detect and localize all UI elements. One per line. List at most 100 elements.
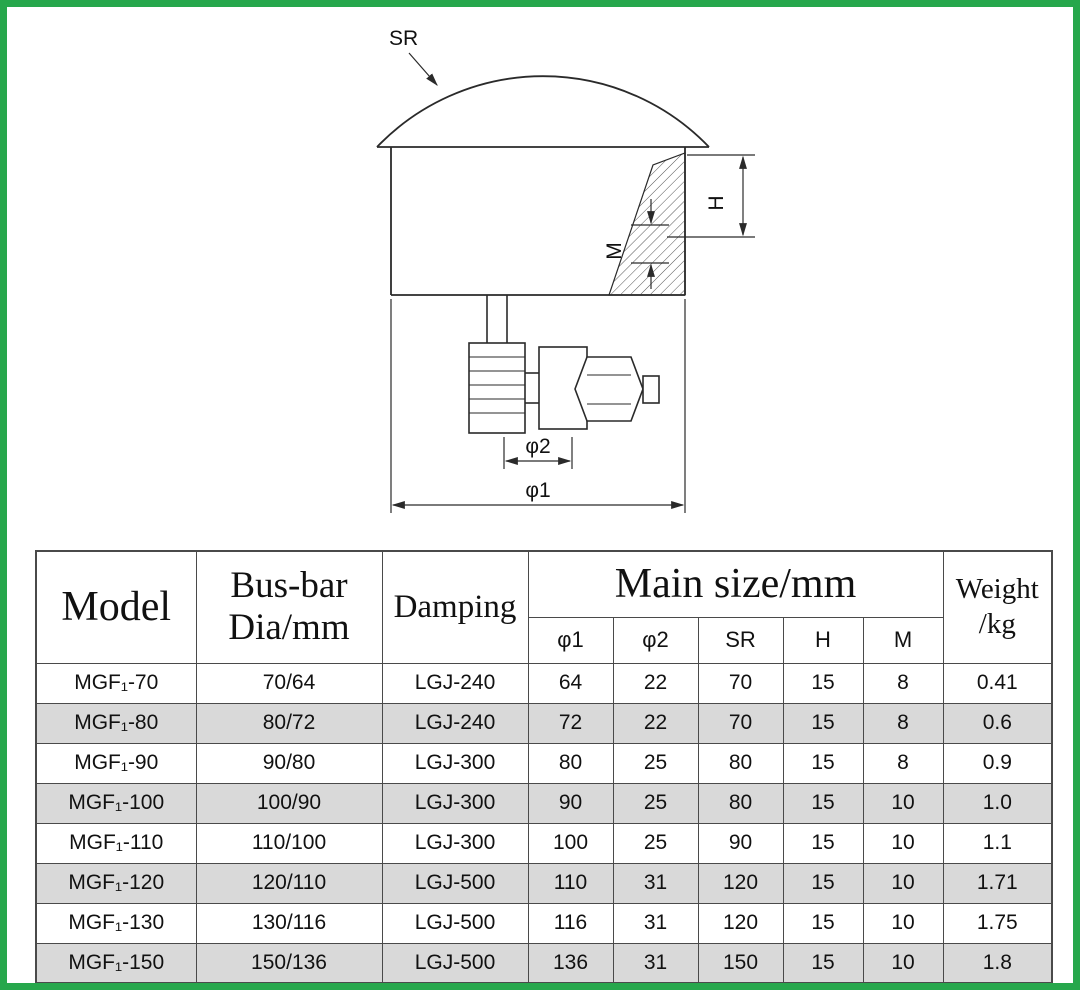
cell-dia: 100/90 [195,782,383,824]
header-main-size: Main size/mm [527,550,944,618]
cell-damping: LGJ-500 [381,942,529,983]
cell-m: 8 [862,742,944,784]
cell-phi1: 64 [527,662,614,704]
cell-weight: 1.75 [942,902,1053,944]
subheader-m: M [862,616,944,664]
m-dimension: M [603,199,655,289]
phi2-dimension: φ2 [503,435,573,469]
cell-m: 10 [862,862,944,904]
cell-phi1: 110 [527,862,614,904]
cell-h: 15 [782,862,864,904]
cell-phi2: 22 [612,662,699,704]
table-row: MGF₁-100 100/90 LGJ-300 90 25 80 15 10 1… [35,782,1053,824]
cell-phi1: 116 [527,902,614,944]
subheader-sr: SR [697,616,784,664]
cell-model: MGF₁-110 [35,822,197,864]
table-row: MGF₁-90 90/80 LGJ-300 80 25 80 15 8 0.9 [35,742,1053,784]
cell-h: 15 [782,782,864,824]
header-busbar-line1: Bus-bar [230,564,348,606]
cell-model: MGF₁-80 [35,702,197,744]
cell-m: 10 [862,902,944,944]
cell-weight: 0.9 [942,742,1053,784]
label-phi1: φ1 [525,479,550,502]
cell-phi1: 72 [527,702,614,744]
cell-damping: LGJ-500 [381,902,529,944]
cell-damping: LGJ-300 [381,742,529,784]
cell-dia: 80/72 [195,702,383,744]
cell-weight: 0.41 [942,662,1053,704]
cell-damping: LGJ-240 [381,702,529,744]
subheader-phi1: φ1 [527,616,614,664]
header-weight-line1: Weight [955,573,1039,606]
cell-m: 8 [862,702,944,744]
table-row: MGF₁-110 110/100 LGJ-300 100 25 90 15 10… [35,822,1053,864]
cell-dia: 150/136 [195,942,383,983]
cell-h: 15 [782,902,864,944]
cell-damping: LGJ-300 [381,822,529,864]
cell-sr: 90 [697,822,784,864]
cell-phi1: 100 [527,822,614,864]
cell-damping: LGJ-500 [381,862,529,904]
cell-h: 15 [782,822,864,864]
table-row: MGF₁-70 70/64 LGJ-240 64 22 70 15 8 0.41 [35,662,1053,704]
cell-phi2: 31 [612,902,699,944]
cell-h: 15 [782,702,864,744]
table-row: MGF₁-80 80/72 LGJ-240 72 22 70 15 8 0.6 [35,702,1053,744]
cell-model: MGF₁-90 [35,742,197,784]
cell-sr: 70 [697,662,784,704]
cell-damping: LGJ-240 [381,662,529,704]
cell-phi2: 31 [612,942,699,983]
label-sr: SR [389,27,418,50]
technical-drawing: SR H M φ2 φ1 [376,27,755,513]
header-model: Model [35,550,197,664]
cell-weight: 1.0 [942,782,1053,824]
cell-model: MGF₁-150 [35,942,197,983]
cell-dia: 70/64 [195,662,383,704]
cell-phi1: 80 [527,742,614,784]
cell-weight: 1.8 [942,942,1053,983]
subheader-phi2: φ2 [612,616,699,664]
clamp-assembly [468,295,660,434]
cell-h: 15 [782,942,864,983]
cell-phi2: 25 [612,822,699,864]
cell-m: 10 [862,782,944,824]
cell-sr: 80 [697,782,784,824]
table-row: MGF₁-130 130/116 LGJ-500 116 31 120 15 1… [35,902,1053,944]
cell-dia: 120/110 [195,862,383,904]
cell-phi2: 31 [612,862,699,904]
phi1-dimension: φ1 [390,299,686,513]
cell-dia: 110/100 [195,822,383,864]
cell-dia: 130/116 [195,902,383,944]
cell-damping: LGJ-300 [381,782,529,824]
subheader-h: H [782,616,864,664]
label-h: H [705,195,728,210]
spec-table: Model Bus-bar Dia/mm Damping Main size/m… [35,550,1054,983]
cell-model: MGF₁-100 [35,782,197,824]
cell-h: 15 [782,662,864,704]
cell-sr: 120 [697,902,784,944]
table-row: MGF₁-150 150/136 LGJ-500 136 31 150 15 1… [35,942,1053,983]
h-dimension: H [667,154,755,238]
header-weight-line2: /kg [978,608,1016,641]
cell-sr: 120 [697,862,784,904]
cell-model: MGF₁-120 [35,862,197,904]
table-row: MGF₁-120 120/110 LGJ-500 110 31 120 15 1… [35,862,1053,904]
header-busbar: Bus-bar Dia/mm [195,550,383,664]
section-hatch [608,152,686,296]
dome-cap [376,75,710,148]
header-damping: Damping [381,550,529,664]
cell-sr: 80 [697,742,784,784]
label-m: M [603,242,626,260]
cell-m: 10 [862,822,944,864]
cell-m: 10 [862,942,944,983]
cell-m: 8 [862,662,944,704]
cell-phi1: 90 [527,782,614,824]
hex-nut [574,356,644,422]
cell-model: MGF₁-70 [35,662,197,704]
cell-model: MGF₁-130 [35,902,197,944]
cell-weight: 1.1 [942,822,1053,864]
cell-phi1: 136 [527,942,614,983]
cell-phi2: 22 [612,702,699,744]
cell-weight: 0.6 [942,702,1053,744]
